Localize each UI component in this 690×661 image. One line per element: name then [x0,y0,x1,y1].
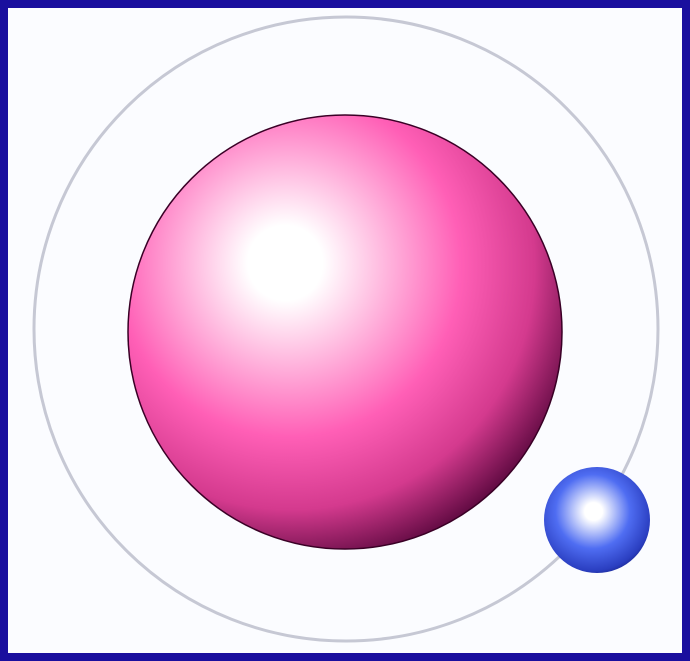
orbit-diagram [8,8,682,653]
central-body-sphere [128,115,562,549]
orbiting-body-sphere [544,467,650,573]
